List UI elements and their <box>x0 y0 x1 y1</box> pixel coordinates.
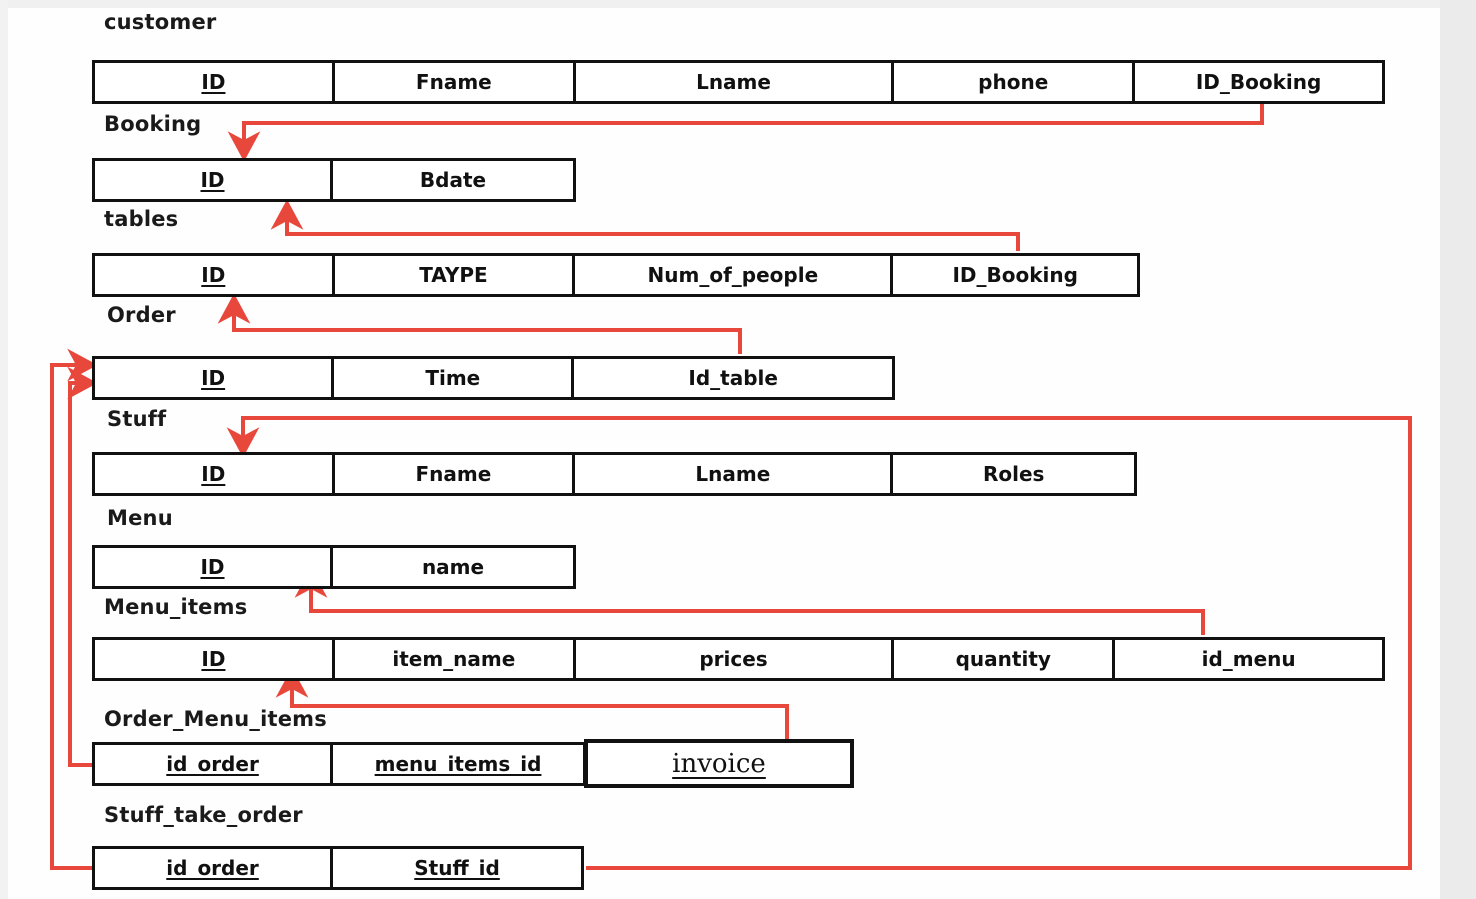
attribute-cell[interactable]: item_name <box>334 640 576 678</box>
attribute-label: prices <box>699 647 768 671</box>
entity-label-customer: customer <box>104 10 217 34</box>
attribute-cell[interactable]: Roles <box>893 455 1134 493</box>
attribute-cell[interactable]: ID <box>95 359 335 397</box>
attribute-cell[interactable]: invoice <box>588 743 850 784</box>
attribute-cell[interactable]: phone <box>894 63 1136 101</box>
attribute-cell[interactable]: id_order <box>95 745 334 783</box>
entity-box-order: ID Time Id_table <box>92 356 895 400</box>
attribute-label: Roles <box>982 462 1045 486</box>
attribute-label: ID <box>201 70 226 94</box>
attribute-label: Time <box>425 366 481 390</box>
attribute-label: ID_Booking <box>1195 70 1322 94</box>
entity-label-menu: Menu <box>107 506 173 530</box>
attribute-cell[interactable]: menu_items_id <box>333 745 583 783</box>
attribute-cell[interactable]: Stuff_id <box>333 849 581 887</box>
entity-box-order_menu_items-invoice: invoice <box>584 739 854 788</box>
page-left-gutter <box>0 0 8 899</box>
attribute-cell[interactable]: Lname <box>575 455 894 493</box>
entity-label-order_menu_items: Order_Menu_items <box>104 707 327 731</box>
entity-label-stuff: Stuff <box>107 407 167 431</box>
entity-label-menu_items: Menu_items <box>104 595 248 619</box>
entity-label-order: Order <box>107 303 176 327</box>
attribute-label: Stuff_id <box>414 856 500 880</box>
attribute-cell[interactable]: ID <box>95 256 335 294</box>
attribute-cell[interactable]: Fname <box>334 455 576 493</box>
attribute-cell[interactable]: Time <box>334 359 575 397</box>
attribute-label: name <box>421 555 485 579</box>
attribute-label: Num_of_people <box>647 263 819 287</box>
attribute-label: item_name <box>392 647 516 671</box>
entity-label-booking: Booking <box>104 112 202 136</box>
attribute-cell[interactable]: Lname <box>575 63 895 101</box>
attribute-label: Fname <box>415 462 492 486</box>
attribute-label: ID <box>200 555 225 579</box>
attribute-label: menu_items_id <box>374 752 542 776</box>
attribute-label: ID <box>201 263 226 287</box>
entity-label-stuff_take_order: Stuff_take_order <box>104 803 303 827</box>
page-top-band <box>0 0 1476 8</box>
entity-box-customer: ID Fname Lname phone ID_Booking <box>92 60 1385 104</box>
attribute-cell[interactable]: Num_of_people <box>575 256 894 294</box>
attribute-cell[interactable]: name <box>333 548 573 586</box>
attribute-label: ID <box>200 168 225 192</box>
attribute-label: invoice <box>672 748 766 779</box>
attribute-label: ID <box>201 462 226 486</box>
attribute-cell[interactable]: ID <box>95 548 334 586</box>
attribute-cell[interactable]: TAYPE <box>334 256 576 294</box>
entity-box-menu_items: ID item_name prices quantity id_menu <box>92 637 1385 681</box>
attribute-cell[interactable]: ID_Booking <box>893 256 1137 294</box>
entity-box-booking: ID Bdate <box>92 158 576 202</box>
attribute-label: ID_Booking <box>952 263 1078 287</box>
entity-box-menu: ID name <box>92 545 576 589</box>
attribute-label: ID <box>201 647 226 671</box>
attribute-cell[interactable]: ID_Booking <box>1135 63 1382 101</box>
attribute-cell[interactable]: quantity <box>894 640 1116 678</box>
attribute-label: id_order <box>166 752 259 776</box>
attribute-label: Bdate <box>419 168 487 192</box>
attribute-cell[interactable]: Id_table <box>574 359 892 397</box>
attribute-cell[interactable]: ID <box>95 455 335 493</box>
attribute-label: Fname <box>415 70 492 94</box>
attribute-label: id_order <box>166 856 259 880</box>
attribute-label: Lname <box>696 70 771 94</box>
entity-box-stuff: ID Fname Lname Roles <box>92 452 1137 496</box>
attribute-cell[interactable]: Fname <box>334 63 576 101</box>
entity-box-order_menu_items: id_order menu_items_id <box>92 742 586 786</box>
attribute-label: ID <box>201 366 226 390</box>
entity-label-tables: tables <box>104 207 179 231</box>
attribute-label: Id_table <box>688 366 778 390</box>
attribute-label: Lname <box>695 462 771 486</box>
entity-box-stuff_take_order: id_order Stuff_id <box>92 846 584 890</box>
attribute-cell[interactable]: id_order <box>95 849 334 887</box>
attribute-cell[interactable]: ID <box>95 63 335 101</box>
attribute-cell[interactable]: prices <box>575 640 895 678</box>
page-right-gutter <box>1440 0 1476 899</box>
attribute-label: TAYPE <box>419 263 488 287</box>
attribute-cell[interactable]: id_menu <box>1115 640 1382 678</box>
entity-box-tables: ID TAYPE Num_of_people ID_Booking <box>92 253 1140 297</box>
attribute-cell[interactable]: ID <box>95 640 335 678</box>
attribute-cell[interactable]: Bdate <box>333 161 573 199</box>
attribute-label: quantity <box>955 647 1051 671</box>
attribute-label: id_menu <box>1201 647 1296 671</box>
attribute-cell[interactable]: ID <box>95 161 334 199</box>
attribute-label: phone <box>978 70 1049 94</box>
